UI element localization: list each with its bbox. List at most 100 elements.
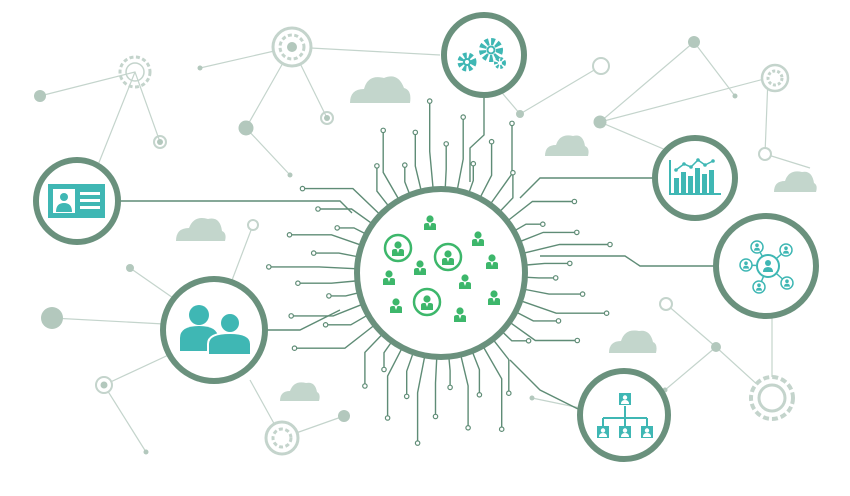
circuit-trace: [291, 304, 362, 317]
circuit-node: [443, 141, 450, 147]
cloud-icon: [350, 76, 411, 103]
circuit-node: [381, 366, 387, 373]
circuit-trace: [510, 322, 578, 342]
circuit-trace: [526, 262, 570, 266]
cloud-icon: [176, 218, 226, 241]
circuit-node: [299, 185, 306, 192]
circuit-node: [384, 415, 391, 421]
circuit-node: [447, 384, 453, 391]
circuit-node: [380, 127, 387, 134]
circuit-node: [509, 120, 515, 127]
gears-icon: [457, 38, 506, 72]
circuit-trace: [444, 143, 447, 188]
gears-node: [441, 12, 527, 98]
circuit-node: [291, 345, 298, 352]
circuit-trace: [472, 352, 481, 395]
decorative-gear-top-icon: [271, 26, 313, 68]
circuit-trace: [294, 325, 374, 349]
circuit-node: [403, 393, 410, 400]
circuit-traces: [265, 98, 613, 446]
circuit-node: [460, 114, 467, 120]
circuit-node: [579, 291, 586, 297]
circuit-trace: [364, 334, 383, 386]
circuit-node: [555, 318, 562, 324]
circuit-node: [326, 293, 332, 299]
circuit-node: [571, 198, 578, 205]
circuit-trace: [502, 331, 529, 342]
bar-line-chart-icon: [669, 158, 721, 195]
circuit-trace: [448, 358, 451, 388]
circuit-node: [412, 129, 419, 136]
circuit-trace: [508, 200, 575, 221]
circuit-node: [426, 98, 433, 104]
circuit-node: [265, 264, 272, 270]
circuit-trace: [456, 117, 464, 189]
decorative-gear-bottom-left-icon: [264, 420, 300, 456]
circuit-node: [574, 337, 581, 344]
circuit-trace: [289, 234, 361, 246]
circuit-trace: [520, 231, 577, 242]
circuit-node: [505, 390, 512, 397]
circuit-node: [488, 138, 495, 145]
decorative-gear-bottom-right-icon: [749, 375, 795, 421]
circuit-node: [573, 229, 580, 236]
circuit-trace: [313, 252, 357, 258]
circuit-node: [432, 413, 439, 420]
circuit-node: [476, 391, 483, 398]
circuit-node: [295, 280, 301, 287]
circuit-trace: [526, 276, 556, 279]
decorative-gear-right-icon: [760, 63, 790, 93]
circuit-node: [310, 250, 317, 256]
circuit-trace: [383, 342, 392, 370]
circuit-node: [603, 310, 610, 317]
id-card-icon: [48, 184, 105, 218]
circuit-trace: [376, 165, 389, 206]
circuit-node: [566, 260, 573, 267]
circuit-trace: [414, 132, 422, 190]
circuit-trace: [318, 208, 372, 224]
team-node: [160, 276, 268, 384]
decorative-gear-top-left-icon: [118, 55, 152, 89]
circuit-trace: [460, 356, 469, 428]
two-users-icon: [180, 305, 252, 356]
circuit-trace: [516, 311, 559, 322]
circuit-trace: [328, 292, 358, 297]
circuit-trace: [297, 280, 356, 284]
hub-connections: [120, 97, 716, 411]
circuit-trace: [404, 165, 410, 194]
circuit-node: [470, 160, 477, 167]
circuit-node: [322, 321, 329, 328]
circuit-trace: [468, 163, 474, 193]
cloud-icon: [609, 330, 657, 353]
circuit-trace: [479, 141, 493, 198]
circuit-node: [607, 241, 613, 248]
circuit-node: [362, 383, 368, 389]
circuit-node: [465, 424, 471, 431]
circuit-trace: [325, 315, 367, 326]
circuit-trace: [499, 172, 514, 212]
circuit-node: [498, 426, 505, 433]
circuit-node: [552, 275, 559, 281]
circuit-node: [401, 162, 408, 168]
circuit-trace: [521, 300, 607, 314]
org-chart-icon: [597, 393, 653, 438]
network-hub-people-icon: [354, 186, 528, 360]
circuit-trace: [382, 130, 399, 199]
circuit-trace: [524, 243, 610, 254]
circuit-node: [374, 163, 380, 169]
org-chart-node: [577, 368, 671, 462]
circuit-trace: [493, 340, 510, 394]
circuit-trace: [268, 266, 356, 270]
user-network-node: [713, 213, 819, 319]
user-network-icon: [739, 240, 794, 294]
cloud-icon: [280, 382, 320, 401]
circuit-node: [315, 206, 321, 212]
circuit-trace: [483, 347, 503, 430]
circuit-node: [334, 225, 341, 231]
id-card-node: [33, 157, 121, 245]
circuit-trace: [429, 101, 434, 188]
circuit-node: [414, 440, 421, 446]
circuit-trace: [515, 223, 543, 231]
circuit-node: [539, 221, 546, 228]
